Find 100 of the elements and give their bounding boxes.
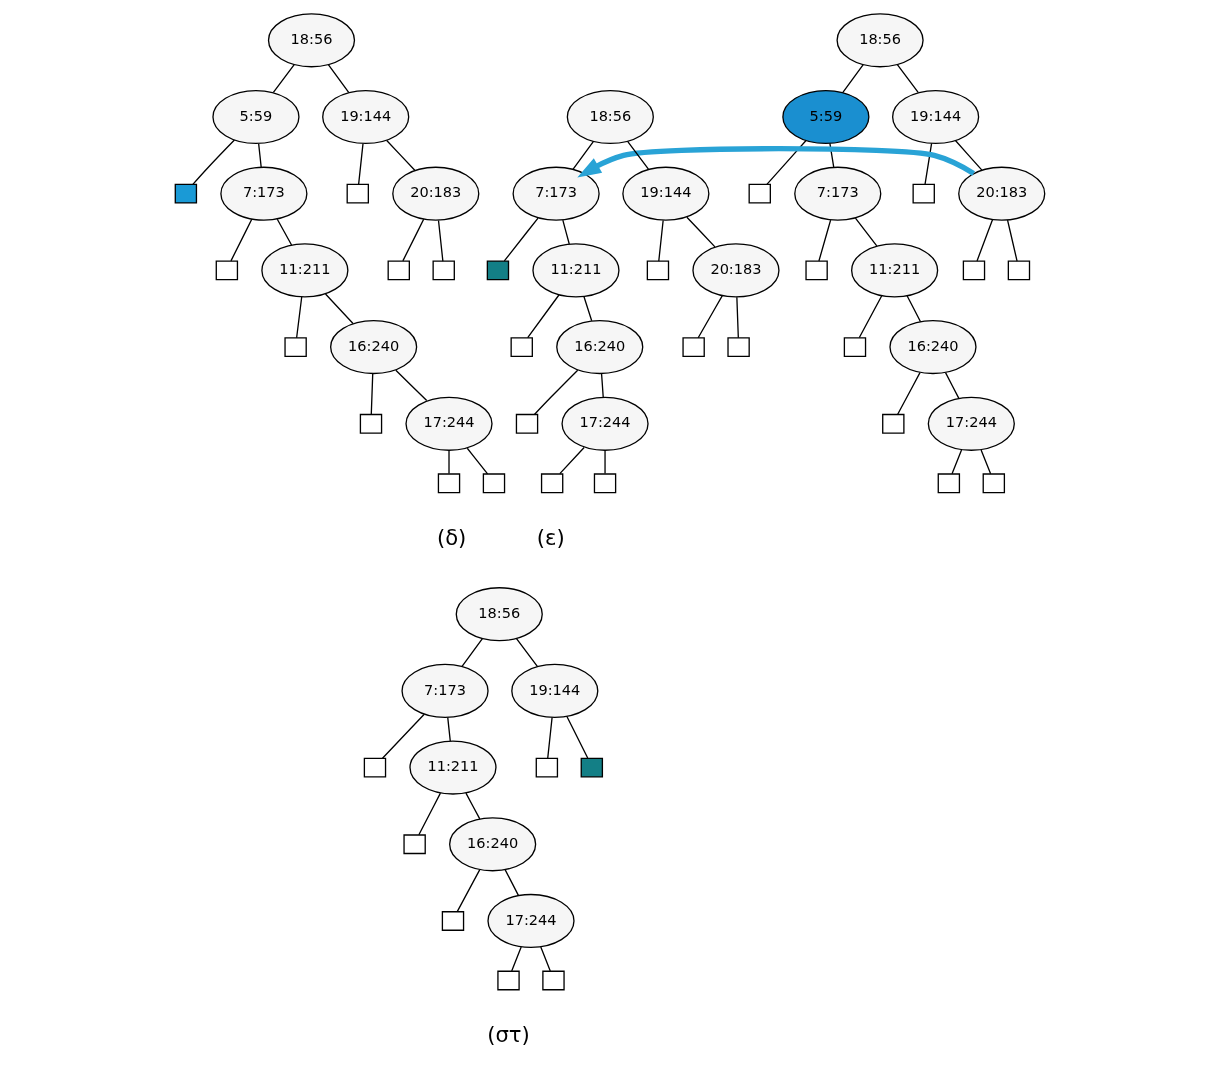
connector [566, 715, 589, 759]
node-box [482, 473, 506, 494]
node-ellipse: 7:173 [220, 166, 308, 221]
connector [437, 219, 444, 262]
node-box [882, 413, 905, 434]
label: (στ) [487, 1022, 530, 1048]
connector [658, 219, 664, 262]
node-ellipse: 7:173 [401, 663, 489, 718]
connector [818, 219, 832, 262]
node-box [284, 337, 307, 357]
node-box [937, 473, 961, 494]
connector [192, 139, 236, 186]
connector [327, 64, 350, 94]
node-ellipse: 5:59 [782, 89, 870, 145]
connector [370, 373, 374, 416]
node-ellipse: 11:211 [532, 243, 620, 298]
node-box [646, 260, 670, 281]
connector [527, 294, 560, 339]
connector [418, 792, 442, 836]
connector [736, 296, 739, 339]
node-ellipse: 18:56 [836, 13, 924, 68]
node-ellipse: 11:211 [851, 243, 939, 298]
node-ellipse: 11:211 [261, 243, 349, 298]
node-ellipse: 7:173 [794, 166, 882, 221]
node-ellipse: 16:240 [556, 319, 644, 375]
connector [395, 369, 428, 402]
connector [456, 869, 481, 913]
connector [600, 373, 604, 398]
label: (ε) [536, 525, 565, 551]
connector [1006, 219, 1018, 262]
node-ellipse: 19:144 [511, 663, 599, 718]
connector [559, 446, 585, 475]
node-box [1007, 260, 1031, 281]
connector [951, 449, 963, 475]
connector [906, 295, 922, 323]
connector [562, 219, 570, 245]
node-box [515, 413, 539, 434]
node-box [437, 473, 461, 494]
node-box [982, 473, 1006, 494]
connector [386, 139, 416, 171]
node-ellipse: 17:244 [405, 396, 493, 451]
connector [258, 143, 262, 168]
connector [547, 717, 553, 759]
node-box [682, 337, 705, 357]
node-box [912, 183, 935, 204]
connector [980, 449, 992, 475]
arrow [577, 146, 975, 178]
connector [854, 217, 878, 247]
connector [896, 64, 919, 94]
node-box [346, 183, 369, 204]
connector [447, 717, 451, 742]
node-box [962, 260, 986, 281]
connector [515, 637, 538, 667]
node-ellipse: 19:144 [622, 166, 710, 221]
node-ellipse: 5:59 [212, 89, 300, 145]
connector [503, 217, 539, 262]
connector [533, 369, 579, 416]
node-ellipse: 19:144 [892, 89, 980, 145]
node-ellipse: 17:244 [561, 396, 649, 451]
connector [448, 449, 450, 475]
node-box [174, 183, 198, 204]
node-ellipse: 17:244 [927, 396, 1015, 451]
connector [272, 64, 295, 94]
node-box [593, 473, 617, 494]
connector [766, 139, 807, 186]
node-box [748, 183, 771, 204]
connector [976, 219, 994, 262]
connector [858, 295, 883, 339]
node-ellipse: 18:56 [566, 89, 654, 145]
node-box [403, 834, 426, 855]
connector [466, 447, 489, 475]
connector [829, 142, 835, 168]
connector [897, 372, 921, 415]
node-box [441, 911, 465, 931]
connector [504, 869, 520, 897]
node-ellipse: 20:183 [692, 243, 780, 298]
node-box [535, 757, 559, 778]
node-ellipse: 17:244 [487, 893, 575, 949]
connector [511, 946, 522, 972]
connector [686, 216, 716, 248]
connector [604, 449, 606, 475]
node-box [843, 337, 867, 357]
node-box [540, 473, 564, 494]
node-box [359, 413, 383, 434]
node-box [497, 970, 520, 991]
node-ellipse: 16:240 [889, 319, 977, 375]
connector [697, 294, 723, 339]
connector [583, 296, 593, 322]
node-box [387, 260, 410, 281]
node-box [510, 337, 533, 357]
connector [954, 139, 983, 171]
connector [402, 218, 425, 262]
node-box [215, 260, 239, 281]
connector [381, 713, 425, 759]
node-ellipse: 18:56 [455, 587, 543, 642]
node-box [432, 260, 455, 281]
node-ellipse: 16:240 [330, 319, 418, 375]
connector [461, 637, 484, 667]
connector [842, 64, 864, 94]
node-ellipse: 20:183 [392, 166, 480, 221]
